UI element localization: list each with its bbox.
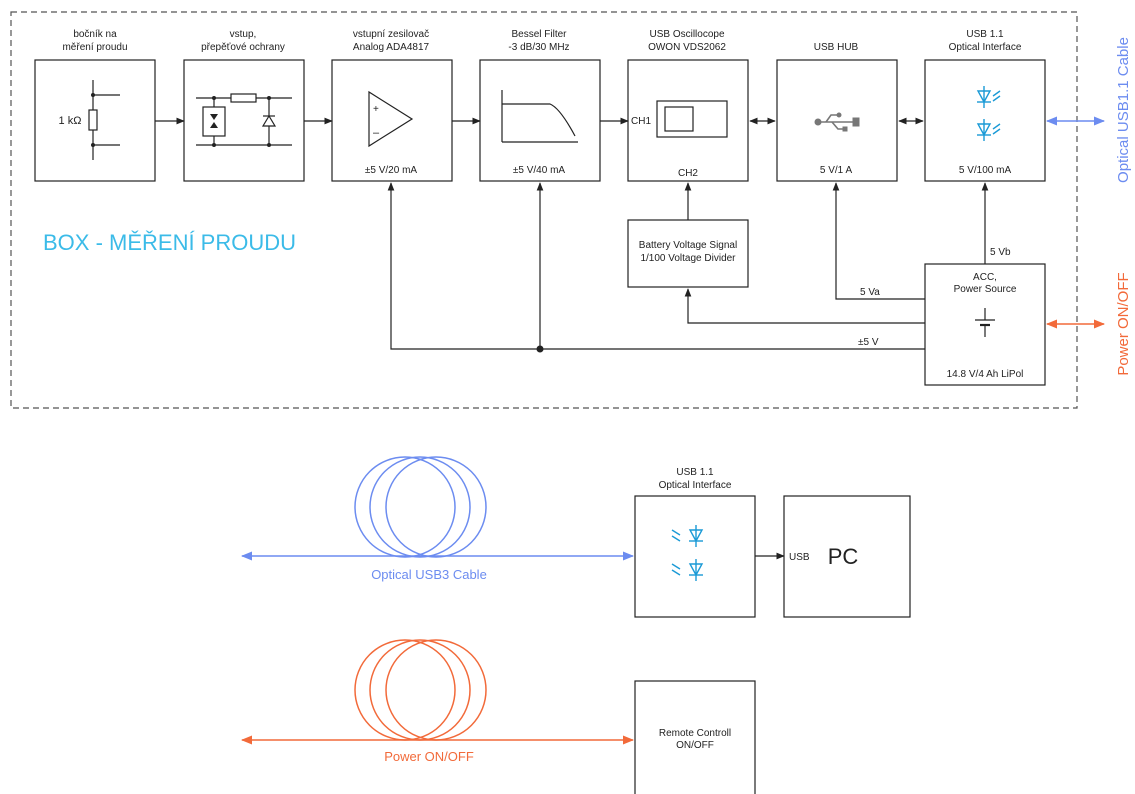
- filter-block: Bessel Filter -3 dB/30 MHz ±5 V/40 mA: [479, 29, 601, 182]
- label-5va: 5 Va: [860, 287, 880, 298]
- box-title: BOX - MĚŘENÍ PROUDU: [43, 230, 296, 255]
- box-enclosure: [10, 11, 1078, 409]
- optical-usb3-cable-label: Optical USB3 Cable: [371, 567, 487, 582]
- power-wires: [387, 182, 989, 353]
- pc-label: PC: [828, 544, 859, 569]
- junction-dot: [536, 345, 544, 353]
- hub-power: 5 V/1 A: [820, 165, 853, 176]
- pc-block: USB PC: [783, 495, 911, 618]
- filter-power: ±5 V/40 mA: [513, 165, 566, 176]
- amplifier-block: vstupní zesilovač Analog ADA4817 + – ±5 …: [331, 29, 453, 182]
- scope-title-2: OWON VDS2062: [648, 42, 726, 53]
- hub-title: USB HUB: [814, 42, 859, 53]
- remote-control-line-1: Remote Controll: [659, 728, 731, 739]
- svg-text:–: –: [373, 127, 380, 139]
- side-label-power: Power ON/OFF: [1115, 272, 1132, 375]
- shunt-title-2: měření proudu: [62, 42, 127, 53]
- scope-ch1: CH1: [631, 116, 651, 127]
- lowpass-filter-icon: [501, 90, 578, 143]
- led-icon: [976, 86, 1001, 108]
- label-5vb: 5 Vb: [990, 247, 1011, 258]
- remote-optical-interface-block: USB 1.1 Optical Interface: [634, 467, 756, 618]
- amp-title-1: vstupní zesilovač: [353, 29, 429, 40]
- fiber-coil-blue: [354, 456, 487, 558]
- amp-power: ±5 V/20 mA: [365, 165, 418, 176]
- protection-circuit-icon: [196, 93, 292, 147]
- input-protection-block: vstup, přepěťové ochrany: [183, 29, 305, 182]
- divider-line-1: Battery Voltage Signal: [639, 240, 737, 251]
- optical-power: 5 V/100 mA: [959, 165, 1012, 176]
- power-source-block: ACC, Power Source 14.8 V/4 Ah LiPol: [924, 263, 1046, 386]
- acc-line-2: Power Source: [954, 284, 1017, 295]
- filter-title-1: Bessel Filter: [511, 29, 567, 40]
- battery-icon: [975, 308, 995, 337]
- optical-interface-block: USB 1.1 Optical Interface 5 V/100 mA: [924, 29, 1046, 182]
- remote-optical-title-2: Optical Interface: [659, 480, 732, 491]
- fiber-coil-orange: [354, 639, 487, 741]
- amp-title-2: Analog ADA4817: [353, 42, 430, 53]
- pc-usb-label: USB: [789, 552, 810, 563]
- voltage-divider-block: Battery Voltage Signal 1/100 Voltage Div…: [627, 219, 749, 288]
- usb-symbol-icon: [814, 112, 860, 132]
- remote-led-icon: [671, 559, 704, 581]
- shunt-title-1: bočník na: [73, 29, 117, 40]
- usb-hub-block: USB HUB 5 V/1 A: [776, 42, 898, 182]
- resistor-icon: [88, 80, 120, 160]
- label-pm5v: ±5 V: [858, 337, 879, 348]
- shunt-value: 1 kΩ: [59, 115, 82, 127]
- filter-title-2: -3 dB/30 MHz: [508, 42, 569, 53]
- optical-title-2: Optical Interface: [949, 42, 1022, 53]
- acc-battery: 14.8 V/4 Ah LiPol: [947, 369, 1024, 380]
- input-title-1: vstup,: [230, 29, 257, 40]
- divider-line-2: 1/100 Voltage Divider: [640, 253, 736, 264]
- side-label-optical-cable: Optical USB1.1 Cable: [1115, 37, 1132, 183]
- scope-ch2: CH2: [678, 168, 698, 179]
- acc-line-1: ACC,: [973, 272, 997, 283]
- svg-text:+: +: [373, 104, 379, 115]
- op-amp-icon: + –: [368, 90, 414, 148]
- oscilloscope-block: USB Oscillocope OWON VDS2062 CH1 CH2: [627, 29, 749, 182]
- power-cable-label: Power ON/OFF: [384, 749, 474, 764]
- remote-optical-title-1: USB 1.1: [676, 467, 714, 478]
- shunt-block: bočník na měření proudu 1 kΩ: [34, 29, 156, 182]
- remote-control-line-2: ON/OFF: [676, 740, 714, 751]
- scope-title-1: USB Oscillocope: [649, 29, 724, 40]
- optical-title-1: USB 1.1: [966, 29, 1004, 40]
- remote-photodiode-icon: [671, 525, 704, 547]
- input-title-2: přepěťové ochrany: [201, 42, 285, 53]
- signal-chain-wires: [155, 117, 924, 220]
- photodiode-icon: [976, 119, 1001, 141]
- oscilloscope-icon: [656, 100, 728, 138]
- remote-control-block: Remote Controll ON/OFF: [634, 680, 756, 794]
